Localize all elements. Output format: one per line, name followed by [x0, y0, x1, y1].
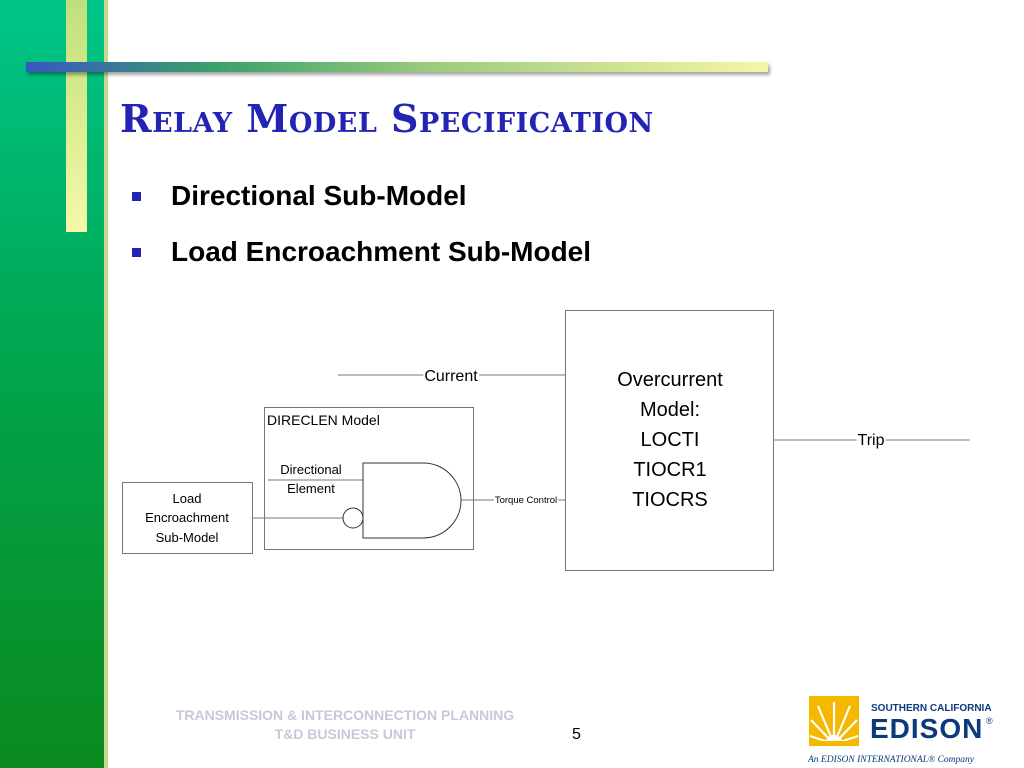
page-number: 5	[572, 726, 581, 743]
footer-text: TRANSMISSION & INTERCONNECTION PLANNING …	[120, 706, 570, 744]
inverter-bubble	[342, 507, 364, 529]
bullet-item: Directional Sub-Model	[132, 168, 591, 224]
overcurrent-line: TIOCRS	[632, 489, 708, 511]
overcurrent-model-box	[565, 310, 774, 571]
directional-element-label: Directional	[280, 462, 342, 477]
bullet-list: Directional Sub-Model Load Encroachment …	[132, 168, 591, 280]
load-encroachment-label: Encroachment	[145, 510, 229, 525]
overcurrent-line: TIOCR1	[633, 459, 706, 481]
footer-line: T&D BUSINESS UNIT	[274, 726, 416, 742]
label-background	[856, 432, 886, 449]
load-encroachment-box	[122, 482, 253, 554]
bullet-item: Load Encroachment Sub-Model	[132, 224, 591, 280]
directional-element-label: Element	[287, 481, 335, 496]
overcurrent-line: LOCTI	[641, 429, 700, 451]
logo-top-text: SOUTHERN CALIFORNIA	[871, 703, 992, 714]
label-background	[423, 368, 480, 385]
footer-line: TRANSMISSION & INTERCONNECTION PLANNING	[175, 707, 515, 723]
logo-registered-mark: ®	[986, 716, 993, 726]
slide-title: Relay Model Specification	[120, 96, 654, 141]
edison-logo: SOUTHERN CALIFORNIA EDISON ® An EDISON I…	[808, 696, 993, 765]
logo-tagline: An EDISON INTERNATIONAL® Company	[808, 754, 975, 765]
bullet-square-icon	[132, 247, 141, 257]
load-encroachment-label: Load	[173, 491, 202, 506]
and-gate	[362, 462, 462, 539]
label-background	[493, 495, 559, 506]
bullet-text: Load Encroachment Sub-Model	[171, 236, 592, 267]
load-encroachment-label: Sub-Model	[156, 530, 219, 545]
torque-control-label: Torque Control	[495, 495, 557, 506]
overcurrent-line: Model:	[640, 399, 700, 421]
sidebar-edge	[104, 0, 108, 768]
vertical-accent-bar	[66, 0, 87, 232]
bullet-square-icon	[132, 191, 141, 201]
bullet-text: Directional Sub-Model	[171, 180, 467, 211]
title-rule	[26, 62, 768, 72]
overcurrent-line: Overcurrent	[617, 369, 723, 391]
trip-label: Trip	[858, 432, 885, 449]
current-label: Current	[424, 368, 478, 385]
direclen-label: DIRECLEN Model	[267, 412, 380, 428]
logo-name-text: EDISON	[870, 713, 983, 744]
